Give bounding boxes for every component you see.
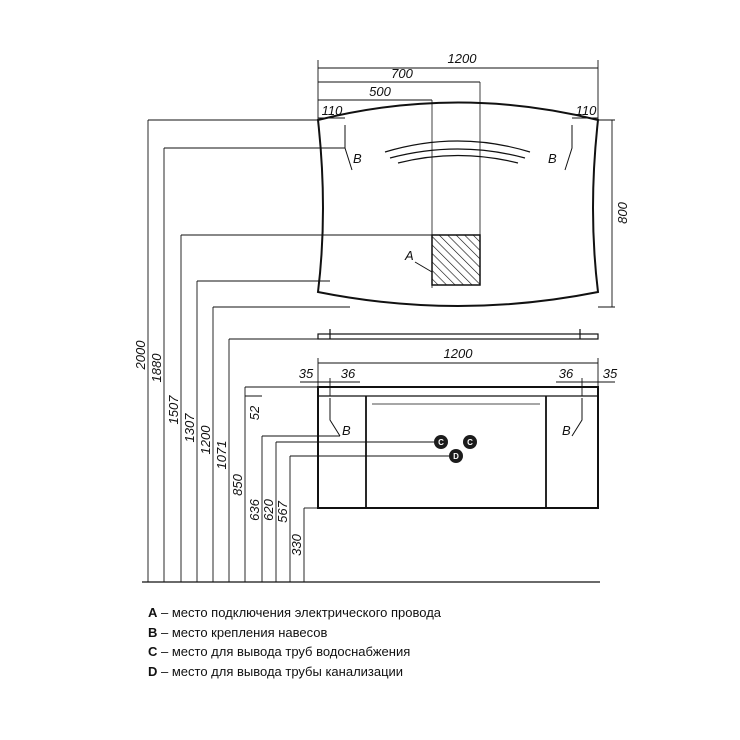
height-636-label: 636 <box>247 498 262 520</box>
drain-outlet-label: D <box>453 452 459 461</box>
cabinet-inner-right-label: 36 <box>559 366 574 381</box>
height-850-label: 850 <box>230 473 245 495</box>
mirror-light-arc-3 <box>397 154 519 164</box>
legend-key: C <box>148 644 158 659</box>
mirror-height-label: 800 <box>615 201 630 223</box>
height-1880-label: 1880 <box>149 353 164 383</box>
legend-text: – место для вывода труб водоснабжения <box>157 644 411 659</box>
water-outlet-right-label: C <box>467 438 473 447</box>
height-dimension-lines <box>147 119 449 582</box>
height-1200-label: 1200 <box>198 425 213 455</box>
mirror-hanger-right-leader <box>564 125 573 171</box>
mirror-width-700-label: 700 <box>391 66 413 81</box>
cabinet-outline <box>317 386 599 509</box>
height-1507-label: 1507 <box>166 395 181 425</box>
mirror-hanger-left-leader <box>344 125 353 171</box>
mirror-marker-b-right: B <box>548 151 557 166</box>
socket-a-leader <box>414 261 433 273</box>
height-2000-label: 2000 <box>133 340 148 371</box>
socket-a-area <box>431 234 481 286</box>
legend-item-d: D – место для вывода трубы канализации <box>148 662 708 682</box>
cabinet-hanger-right-leader <box>571 398 583 437</box>
cabinet-edge-right-label: 35 <box>603 366 618 381</box>
mirror-light-arc-2 <box>389 148 526 159</box>
cabinet-width-label: 1200 <box>444 346 474 361</box>
mirror-marker-b-left: B <box>353 151 362 166</box>
height-1071-label: 1071 <box>214 441 229 470</box>
marker-a-label: A <box>404 248 414 263</box>
mirror-width-1200-label: 1200 <box>448 51 478 66</box>
legend: A – место подключения электрического про… <box>148 603 708 681</box>
height-567-label: 567 <box>275 500 290 522</box>
mirror-width-500-label: 500 <box>369 84 391 99</box>
dim-52-label: 52 <box>247 405 262 420</box>
legend-key: D <box>148 663 158 679</box>
cabinet-view <box>317 386 599 509</box>
height-1307-label: 1307 <box>182 413 197 443</box>
legend-key: B <box>148 624 158 640</box>
mirror-offset-left-label: 110 <box>322 103 343 118</box>
shelf <box>317 329 599 340</box>
height-330-label: 330 <box>289 533 304 555</box>
mirror-outline <box>316 101 600 307</box>
cabinet-hanger-left-leader <box>329 398 341 437</box>
legend-text: – место подключения электрического прово… <box>157 605 442 620</box>
mirror-offset-right-label: 110 <box>576 103 597 118</box>
cabinet-marker-b-left: B <box>342 423 351 438</box>
water-outlet-right <box>463 435 477 449</box>
legend-item-b: B – место крепления навесов <box>148 623 708 643</box>
mirror-top-dimensions <box>317 60 599 120</box>
cabinet-marker-b-right: B <box>562 423 571 438</box>
mirror-height-dimension <box>598 119 615 308</box>
legend-text: – место для вывода трубы канализации <box>157 663 404 679</box>
legend-key: A <box>148 605 158 620</box>
mirror-view <box>316 82 600 307</box>
legend-item-c: C – место для вывода труб водоснабжения <box>148 642 708 662</box>
mirror-light-arc-1 <box>384 140 531 153</box>
legend-item-a: A – место подключения электрического про… <box>148 603 708 623</box>
pipe-outlets <box>434 435 477 463</box>
cabinet-inner-left-label: 36 <box>341 366 356 381</box>
water-outlet-left-label: C <box>438 438 444 447</box>
cabinet-edge-left-label: 35 <box>299 366 314 381</box>
water-outlet-left <box>434 435 448 449</box>
cabinet-top-dimensions <box>300 358 615 396</box>
drain-outlet <box>449 449 463 463</box>
height-620-label: 620 <box>261 498 276 520</box>
legend-text: – место крепления навесов <box>157 624 328 640</box>
